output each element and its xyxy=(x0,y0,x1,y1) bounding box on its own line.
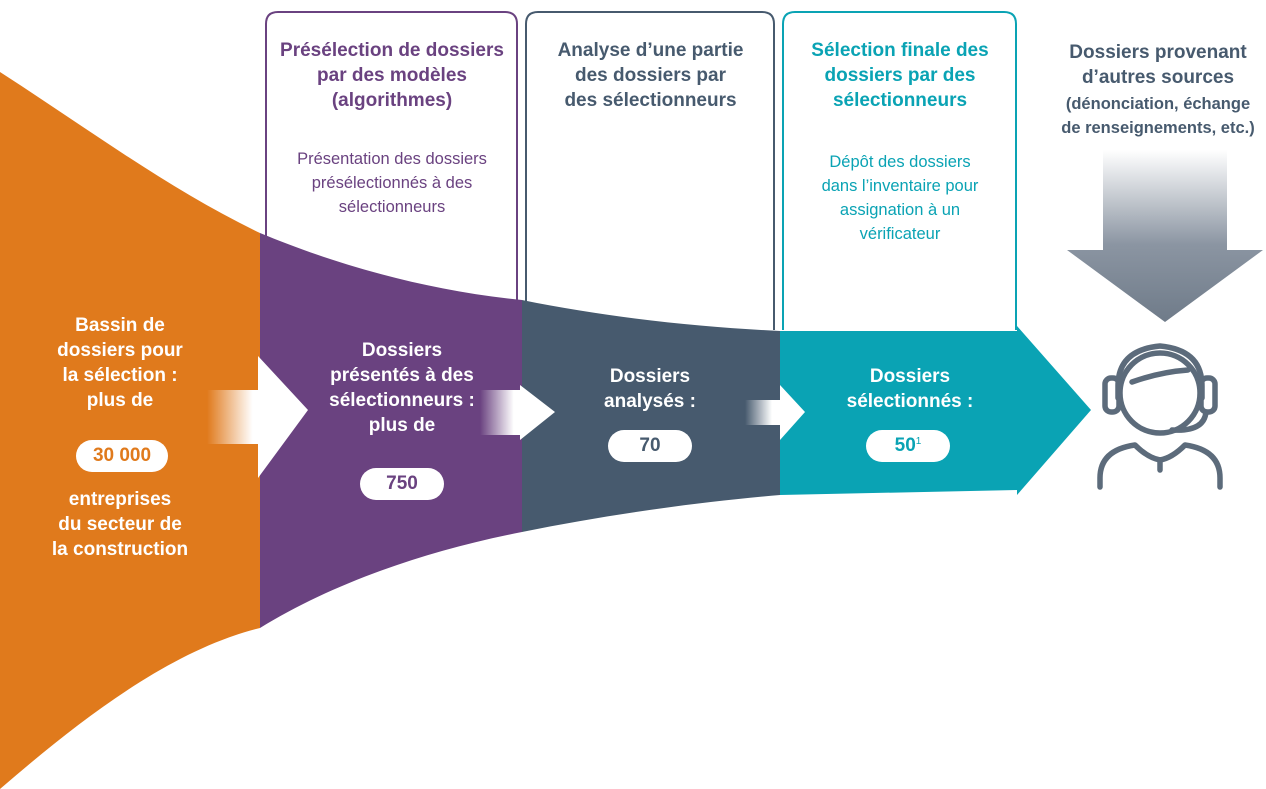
stage1-label-line: dossiers pour xyxy=(57,340,183,361)
stage1-bottom-line: la construction xyxy=(51,539,189,560)
stage3-header-frame xyxy=(525,11,775,330)
stage2-header-subtitle: Présentation des dossiers présélectionné… xyxy=(268,147,516,219)
stage3-label-line: analysés : xyxy=(604,391,696,412)
funnel-stage3-slate xyxy=(522,300,780,532)
stage2-header-frame xyxy=(265,11,518,305)
other-sources-sub-line: de renseignements, etc.) xyxy=(1061,119,1255,137)
stage4-label-line: sélectionnés : xyxy=(846,391,974,412)
stage2-count-pill: 750 xyxy=(360,468,444,500)
stage2-sub-line: présélectionnés à des xyxy=(311,174,473,192)
stage4-header-frame xyxy=(782,11,1017,330)
stage1-label-line: la sélection : xyxy=(62,365,178,386)
stage1-label-line: Bassin de xyxy=(75,315,165,336)
stage2-sub-line: Présentation des dossiers xyxy=(297,150,487,168)
funnel-stage2-purple xyxy=(260,233,522,628)
stage3-header-line: des sélectionneurs xyxy=(564,90,737,111)
stage4-sub-line: assignation à un xyxy=(839,201,961,219)
headset-agent-icon xyxy=(1097,343,1223,490)
stage2-header-line: par des modèles xyxy=(317,65,467,86)
stage1-label: Bassin de dossiers pour la sélection : p… xyxy=(40,313,200,413)
stage3-label-line: Dossiers xyxy=(609,366,691,387)
stage2-header-line: Présélection de dossiers xyxy=(280,40,504,61)
other-sources-title-line: Dossiers provenant xyxy=(1069,42,1247,63)
transition-arrow-1 xyxy=(207,356,308,478)
stage4-header-title: Sélection finale des dossiers par des sé… xyxy=(785,38,1015,113)
stage4-header-subtitle: Dépôt des dossiers dans l’inventaire pou… xyxy=(785,150,1015,246)
stage1-bottom-line: du secteur de xyxy=(58,514,182,535)
transition-arrow-2 xyxy=(480,385,555,440)
stage2-label-line: Dossiers xyxy=(361,340,443,361)
stage4-label-line: Dossiers xyxy=(869,366,951,387)
other-sources-title: Dossiers provenant d’autres sources xyxy=(1050,40,1266,90)
other-sources-subtitle: (dénonciation, échange de renseignements… xyxy=(1050,92,1266,140)
stage3-label: Dossiers analysés : xyxy=(570,364,730,414)
stage3-header-line: Analyse d’une partie xyxy=(557,40,744,61)
stage3-count-pill: 70 xyxy=(608,430,692,462)
stage4-sub-line: vérificateur xyxy=(859,225,941,243)
stage4-count-pill: 501 xyxy=(866,430,950,462)
stage4-label: Dossiers sélectionnés : xyxy=(825,364,995,414)
stage2-label-line: plus de xyxy=(368,415,436,436)
stage4-header-line: sélectionneurs xyxy=(832,90,968,111)
stage2-label-line: présentés à des xyxy=(330,365,474,386)
other-sources-title-line: d’autres sources xyxy=(1081,67,1235,88)
stage4-sub-line: dans l’inventaire pour xyxy=(821,177,979,195)
stage1-count-pill: 30 000 xyxy=(76,440,168,472)
stage3-header-title: Analyse d’une partie des dossiers par de… xyxy=(528,38,773,113)
other-sources-sub-line: (dénonciation, échange xyxy=(1065,95,1251,113)
stage4-sub-line: Dépôt des dossiers xyxy=(829,153,971,171)
stage3-header-line: des dossiers par xyxy=(574,65,727,86)
funnel-stage1-orange xyxy=(0,72,260,789)
stage4-count-footnote: 1 xyxy=(915,436,922,447)
stage1-bottom-label: entreprises du secteur de la constructio… xyxy=(40,487,200,562)
stage1-label-line: plus de xyxy=(86,390,154,411)
stage2-header-title: Présélection de dossiers par des modèles… xyxy=(268,38,516,113)
stage2-header-line: (algorithmes) xyxy=(331,90,453,111)
stage2-label-line: sélectionneurs : xyxy=(329,390,475,411)
stage2-label: Dossiers présentés à des sélectionneurs … xyxy=(312,338,492,438)
other-sources-arrow xyxy=(1067,150,1263,322)
stage4-header-line: Sélection finale des xyxy=(811,40,989,61)
funnel-stage4-teal xyxy=(780,326,1091,495)
stage2-sub-line: sélectionneurs xyxy=(338,198,446,216)
stage1-bottom-line: entreprises xyxy=(68,489,172,510)
stage4-count: 50 xyxy=(894,435,916,456)
stage4-header-line: dossiers par des xyxy=(824,65,976,86)
transition-arrow-3 xyxy=(745,385,805,440)
